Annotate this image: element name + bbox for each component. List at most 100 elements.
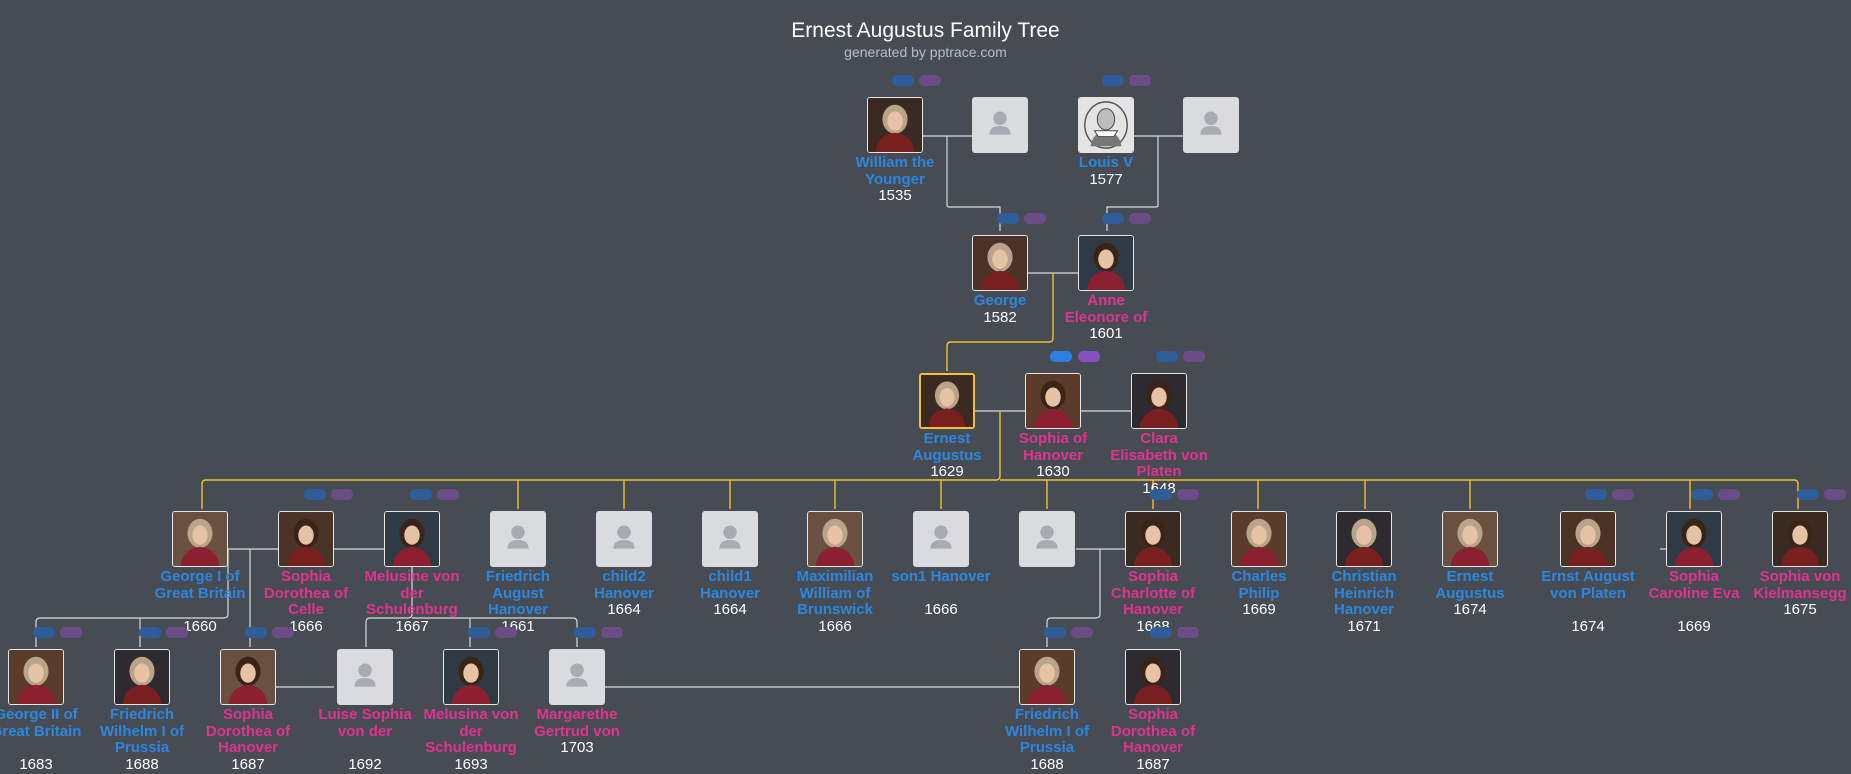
expand-ancestors-toggle[interactable]	[1691, 489, 1713, 500]
person-placeholder-icon[interactable]	[1183, 97, 1239, 153]
expand-descendants-toggle[interactable]	[919, 75, 941, 86]
person-name[interactable]: William the Younger	[855, 154, 935, 188]
portrait-photo[interactable]	[867, 97, 923, 153]
person-name[interactable]: Sophia Caroline Eva	[1648, 568, 1740, 602]
portrait-photo[interactable]	[384, 511, 440, 567]
person-name[interactable]: child2 Hanover	[593, 568, 655, 602]
portrait-photo[interactable]	[278, 511, 334, 567]
portrait-photo[interactable]	[172, 511, 228, 567]
person-name[interactable]: Melusina von der Schulenburg	[423, 706, 519, 756]
portrait-photo[interactable]	[1231, 511, 1287, 567]
expand-descendants-toggle[interactable]	[1078, 351, 1100, 362]
portrait-photo[interactable]	[807, 511, 863, 567]
portrait-photo[interactable]	[1336, 511, 1392, 567]
expand-descendants-toggle[interactable]	[1129, 75, 1151, 86]
portrait-photo[interactable]	[1560, 511, 1616, 567]
person-name[interactable]: Anne Eleonore of	[1064, 292, 1148, 326]
person-placeholder-icon[interactable]	[490, 511, 546, 567]
expand-descendants-toggle[interactable]	[1177, 489, 1199, 500]
person-name[interactable]: Sophia von Kielmansegg	[1753, 568, 1847, 602]
person-name[interactable]: Ernest Augustus	[912, 430, 982, 464]
person-name[interactable]: George	[973, 292, 1027, 309]
person-name[interactable]: Christian Heinrich Hanover	[1331, 568, 1397, 618]
expand-descendants-toggle[interactable]	[437, 489, 459, 500]
person-name[interactable]: Luise Sophia von der	[318, 706, 412, 740]
expand-ancestors-toggle[interactable]	[892, 75, 914, 86]
person-name[interactable]: Sophia Dorothea of Celle	[263, 568, 349, 618]
expand-ancestors-toggle[interactable]	[1156, 351, 1178, 362]
portrait-photo[interactable]	[1772, 511, 1828, 567]
expand-descendants-toggle[interactable]	[601, 627, 623, 638]
expand-descendants-toggle[interactable]	[1718, 489, 1740, 500]
expand-ancestors-toggle[interactable]	[1102, 75, 1124, 86]
person-placeholder-icon[interactable]	[1019, 511, 1075, 567]
expand-descendants-toggle[interactable]	[1129, 213, 1151, 224]
person-name[interactable]: Maximilian William of Brunswick	[796, 568, 874, 618]
person-name[interactable]: Louis V	[1078, 154, 1134, 171]
expand-ancestors-toggle[interactable]	[1585, 489, 1607, 500]
expand-ancestors-toggle[interactable]	[1044, 627, 1066, 638]
expand-ancestors-toggle[interactable]	[468, 627, 490, 638]
expand-ancestors-toggle[interactable]	[1102, 213, 1124, 224]
person-placeholder-icon[interactable]	[549, 649, 605, 705]
expand-descendants-toggle[interactable]	[272, 627, 294, 638]
expand-ancestors-toggle[interactable]	[410, 489, 432, 500]
person-name[interactable]: Friedrich August Hanover	[485, 568, 551, 618]
person-name[interactable]: Melusine von der Schulenburg	[364, 568, 460, 618]
portrait-photo[interactable]	[8, 649, 64, 705]
portrait-photo[interactable]	[114, 649, 170, 705]
portrait-photo[interactable]	[1442, 511, 1498, 567]
person-name[interactable]: son1 Hanover	[891, 568, 991, 585]
person-placeholder-icon[interactable]	[913, 511, 969, 567]
portrait-photo[interactable]	[1025, 373, 1081, 429]
person-name[interactable]: Friedrich Wilhelm I of Prussia	[99, 706, 185, 756]
person-name[interactable]: Margarethe Gertrud von	[534, 706, 620, 740]
portrait-photo[interactable]	[220, 649, 276, 705]
expand-descendants-toggle[interactable]	[1071, 627, 1093, 638]
person-name[interactable]: Sophia Dorothea of Hanover	[1110, 706, 1196, 756]
expand-descendants-toggle[interactable]	[1824, 489, 1846, 500]
person-placeholder-icon[interactable]	[702, 511, 758, 567]
person-name[interactable]: Ernst August von Platen	[1541, 568, 1635, 602]
person-name[interactable]: Clara Elisabeth von Platen	[1110, 430, 1208, 480]
expand-descendants-toggle[interactable]	[495, 627, 517, 638]
person-placeholder-icon[interactable]	[337, 649, 393, 705]
expand-descendants-toggle[interactable]	[1612, 489, 1634, 500]
expand-ancestors-toggle[interactable]	[574, 627, 596, 638]
person-placeholder-icon[interactable]	[972, 97, 1028, 153]
person-name[interactable]: Friedrich Wilhelm I of Prussia	[1004, 706, 1090, 756]
portrait-photo[interactable]	[1131, 373, 1187, 429]
expand-ancestors-toggle[interactable]	[997, 213, 1019, 224]
person-name[interactable]: Ernest Augustus	[1435, 568, 1505, 602]
person-name[interactable]: child1 Hanover	[699, 568, 761, 602]
expand-ancestors-toggle[interactable]	[245, 627, 267, 638]
portrait-photo[interactable]	[1078, 97, 1134, 153]
expand-ancestors-toggle[interactable]	[139, 627, 161, 638]
expand-descendants-toggle[interactable]	[60, 627, 82, 638]
person-name[interactable]: Sophia Charlotte of Hanover	[1110, 568, 1196, 618]
expand-descendants-toggle[interactable]	[1177, 627, 1199, 638]
portrait-photo[interactable]	[1125, 511, 1181, 567]
person-name[interactable]: Charles Philip	[1231, 568, 1287, 602]
person-placeholder-icon[interactable]	[596, 511, 652, 567]
portrait-photo[interactable]	[1019, 649, 1075, 705]
expand-descendants-toggle[interactable]	[1024, 213, 1046, 224]
expand-ancestors-toggle[interactable]	[1150, 627, 1172, 638]
person-name[interactable]: George I of Great Britain	[154, 568, 246, 602]
person-name[interactable]: Sophia of Hanover	[1018, 430, 1088, 464]
expand-descendants-toggle[interactable]	[331, 489, 353, 500]
expand-descendants-toggle[interactable]	[166, 627, 188, 638]
portrait-photo[interactable]	[443, 649, 499, 705]
expand-descendants-toggle[interactable]	[1183, 351, 1205, 362]
expand-ancestors-toggle[interactable]	[304, 489, 326, 500]
expand-ancestors-toggle[interactable]	[1797, 489, 1819, 500]
portrait-photo[interactable]	[1078, 235, 1134, 291]
portrait-photo[interactable]	[919, 373, 975, 429]
expand-ancestors-toggle[interactable]	[1050, 351, 1072, 362]
portrait-photo[interactable]	[1125, 649, 1181, 705]
portrait-photo[interactable]	[972, 235, 1028, 291]
expand-ancestors-toggle[interactable]	[33, 627, 55, 638]
portrait-photo[interactable]	[1666, 511, 1722, 567]
person-name[interactable]: George II of Great Britain	[0, 706, 82, 740]
